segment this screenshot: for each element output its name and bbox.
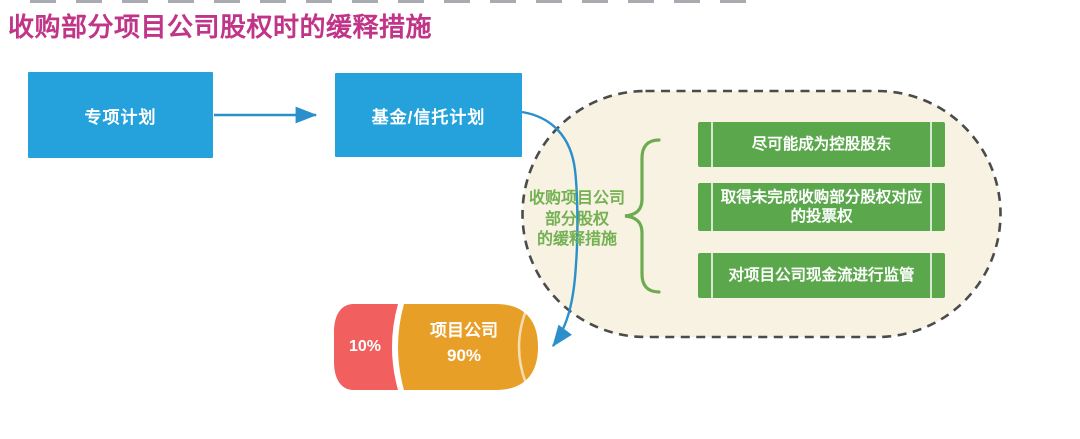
cylinder-end-arc [517, 307, 529, 387]
minority-percentage: 10% [348, 338, 382, 355]
special-plan-box: 专项计划 [28, 72, 213, 158]
mitigation-label-line1: 收购项目公司 [528, 190, 625, 207]
project-company-label: 项目公司 90% [408, 318, 520, 368]
fund-trust-plan-box: 基金/信托计划 [335, 73, 522, 157]
measure-bar-label: 取得未完成收购部分股权对应的投票权 [720, 189, 923, 225]
project-company-name: 项目公司 [430, 321, 498, 340]
measure-bar-label: 尽可能成为控股股东 [751, 136, 892, 153]
cylinder-majority-body [398, 304, 538, 390]
measure-bar-label: 对项目公司现金流进行监管 [728, 267, 915, 284]
mitigation-label-line3: 的缓释措施 [536, 231, 617, 248]
measure-bar-controlling-shareholder: 尽可能成为控股股东 [698, 122, 945, 167]
majority-percentage: 90% [446, 346, 482, 365]
cropped-text-artifact [30, 0, 750, 3]
fund-trust-plan-label: 基金/信托计划 [371, 107, 486, 127]
page-title: 收购部分项目公司股权时的缓释措施 [8, 12, 433, 42]
special-plan-label: 专项计划 [84, 107, 157, 127]
brace-icon [624, 138, 661, 294]
curve-arrow [521, 110, 579, 347]
cylinder-minority-cap [334, 304, 398, 390]
measure-bar-voting-rights: 取得未完成收购部分股权对应的投票权 [698, 183, 945, 231]
measure-bar-cashflow-supervision: 对项目公司现金流进行监管 [698, 253, 945, 298]
mitigation-label-line2: 部分股权 [544, 210, 609, 228]
mitigation-label: 收购项目公司 部分股权 的缓释措施 [514, 189, 640, 251]
